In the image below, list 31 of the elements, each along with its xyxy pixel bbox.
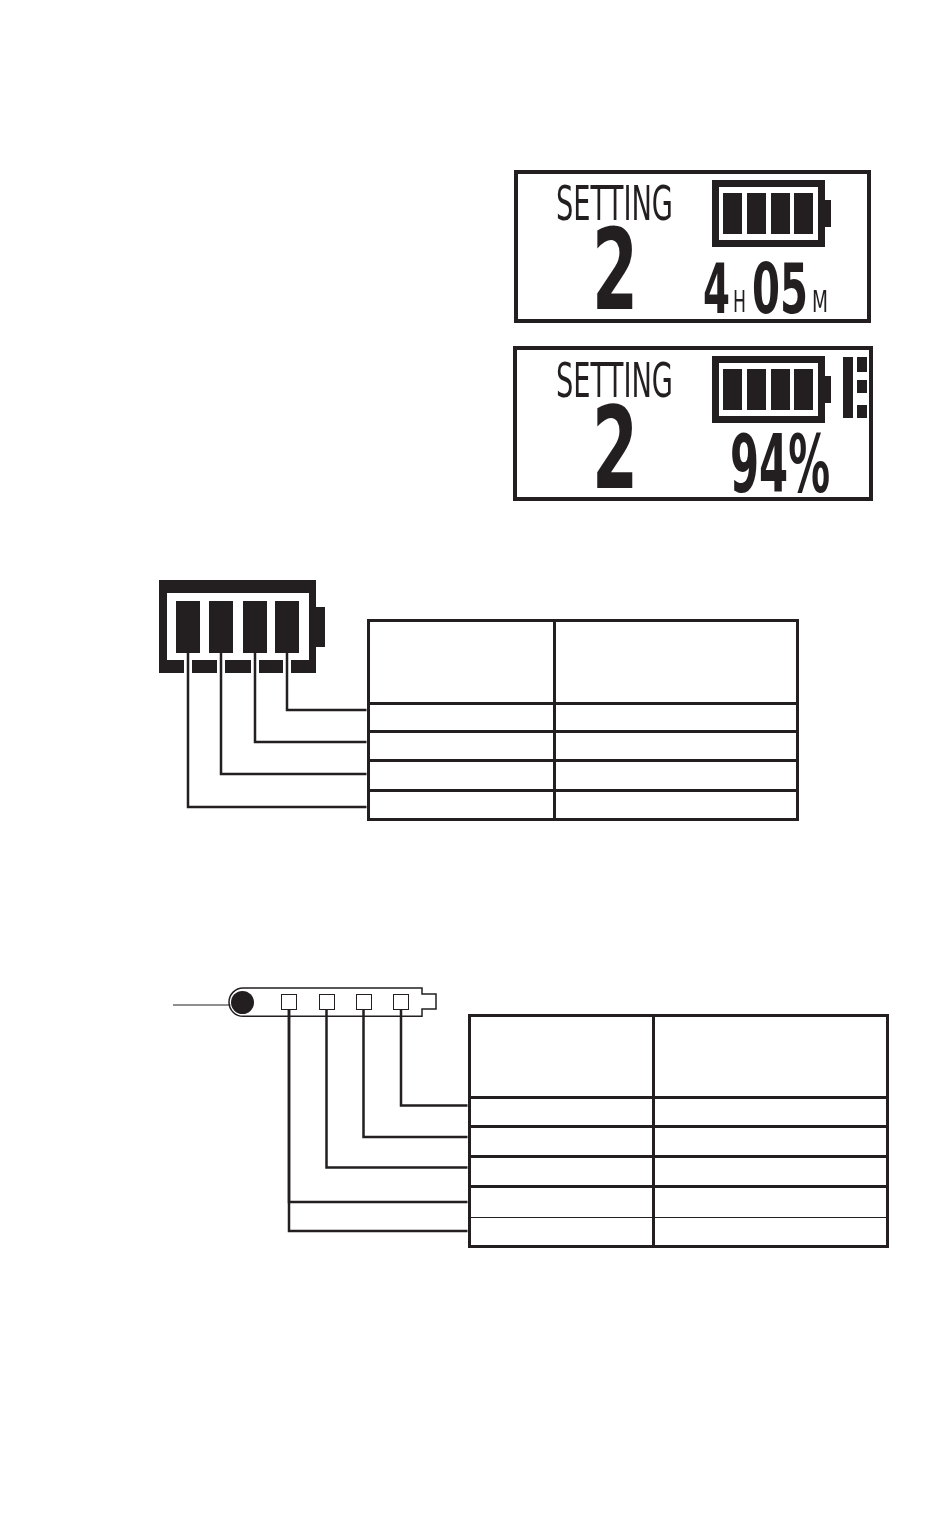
battery-frame <box>159 580 325 673</box>
leader-line <box>186 653 367 809</box>
indicator-square <box>281 994 297 1010</box>
battery-cell <box>275 601 299 653</box>
battery-cell <box>176 601 200 653</box>
leader-line <box>253 653 367 744</box>
minutes-unit: M <box>812 290 828 315</box>
indicator-dot <box>230 990 254 1014</box>
leader-line <box>325 1010 468 1169</box>
lcd-screen <box>514 170 871 323</box>
indicator-square <box>355 994 372 1010</box>
hours-value: 4 <box>703 260 730 318</box>
charge-percentage: 94% <box>730 431 830 498</box>
indicator-square <box>393 994 409 1010</box>
leader-line <box>172 1004 232 1006</box>
leader-line <box>285 653 367 712</box>
mode-label: SETTING <box>556 360 673 401</box>
indicator-square <box>318 994 335 1010</box>
setting-number: 2 <box>592 401 638 496</box>
mode-label: SETTING <box>556 183 673 224</box>
setting-number: 2 <box>592 224 638 318</box>
minutes-value: 05 <box>752 260 808 318</box>
leader-line <box>362 1010 468 1139</box>
battery-cell <box>243 601 267 653</box>
table-cell <box>467 1216 655 1248</box>
leader-line <box>219 653 367 776</box>
indicator-bar <box>228 987 437 1018</box>
lcd-screen <box>513 346 873 501</box>
leader-line <box>399 1010 468 1107</box>
hours-unit: H <box>733 290 746 315</box>
battery-cell <box>209 601 233 653</box>
